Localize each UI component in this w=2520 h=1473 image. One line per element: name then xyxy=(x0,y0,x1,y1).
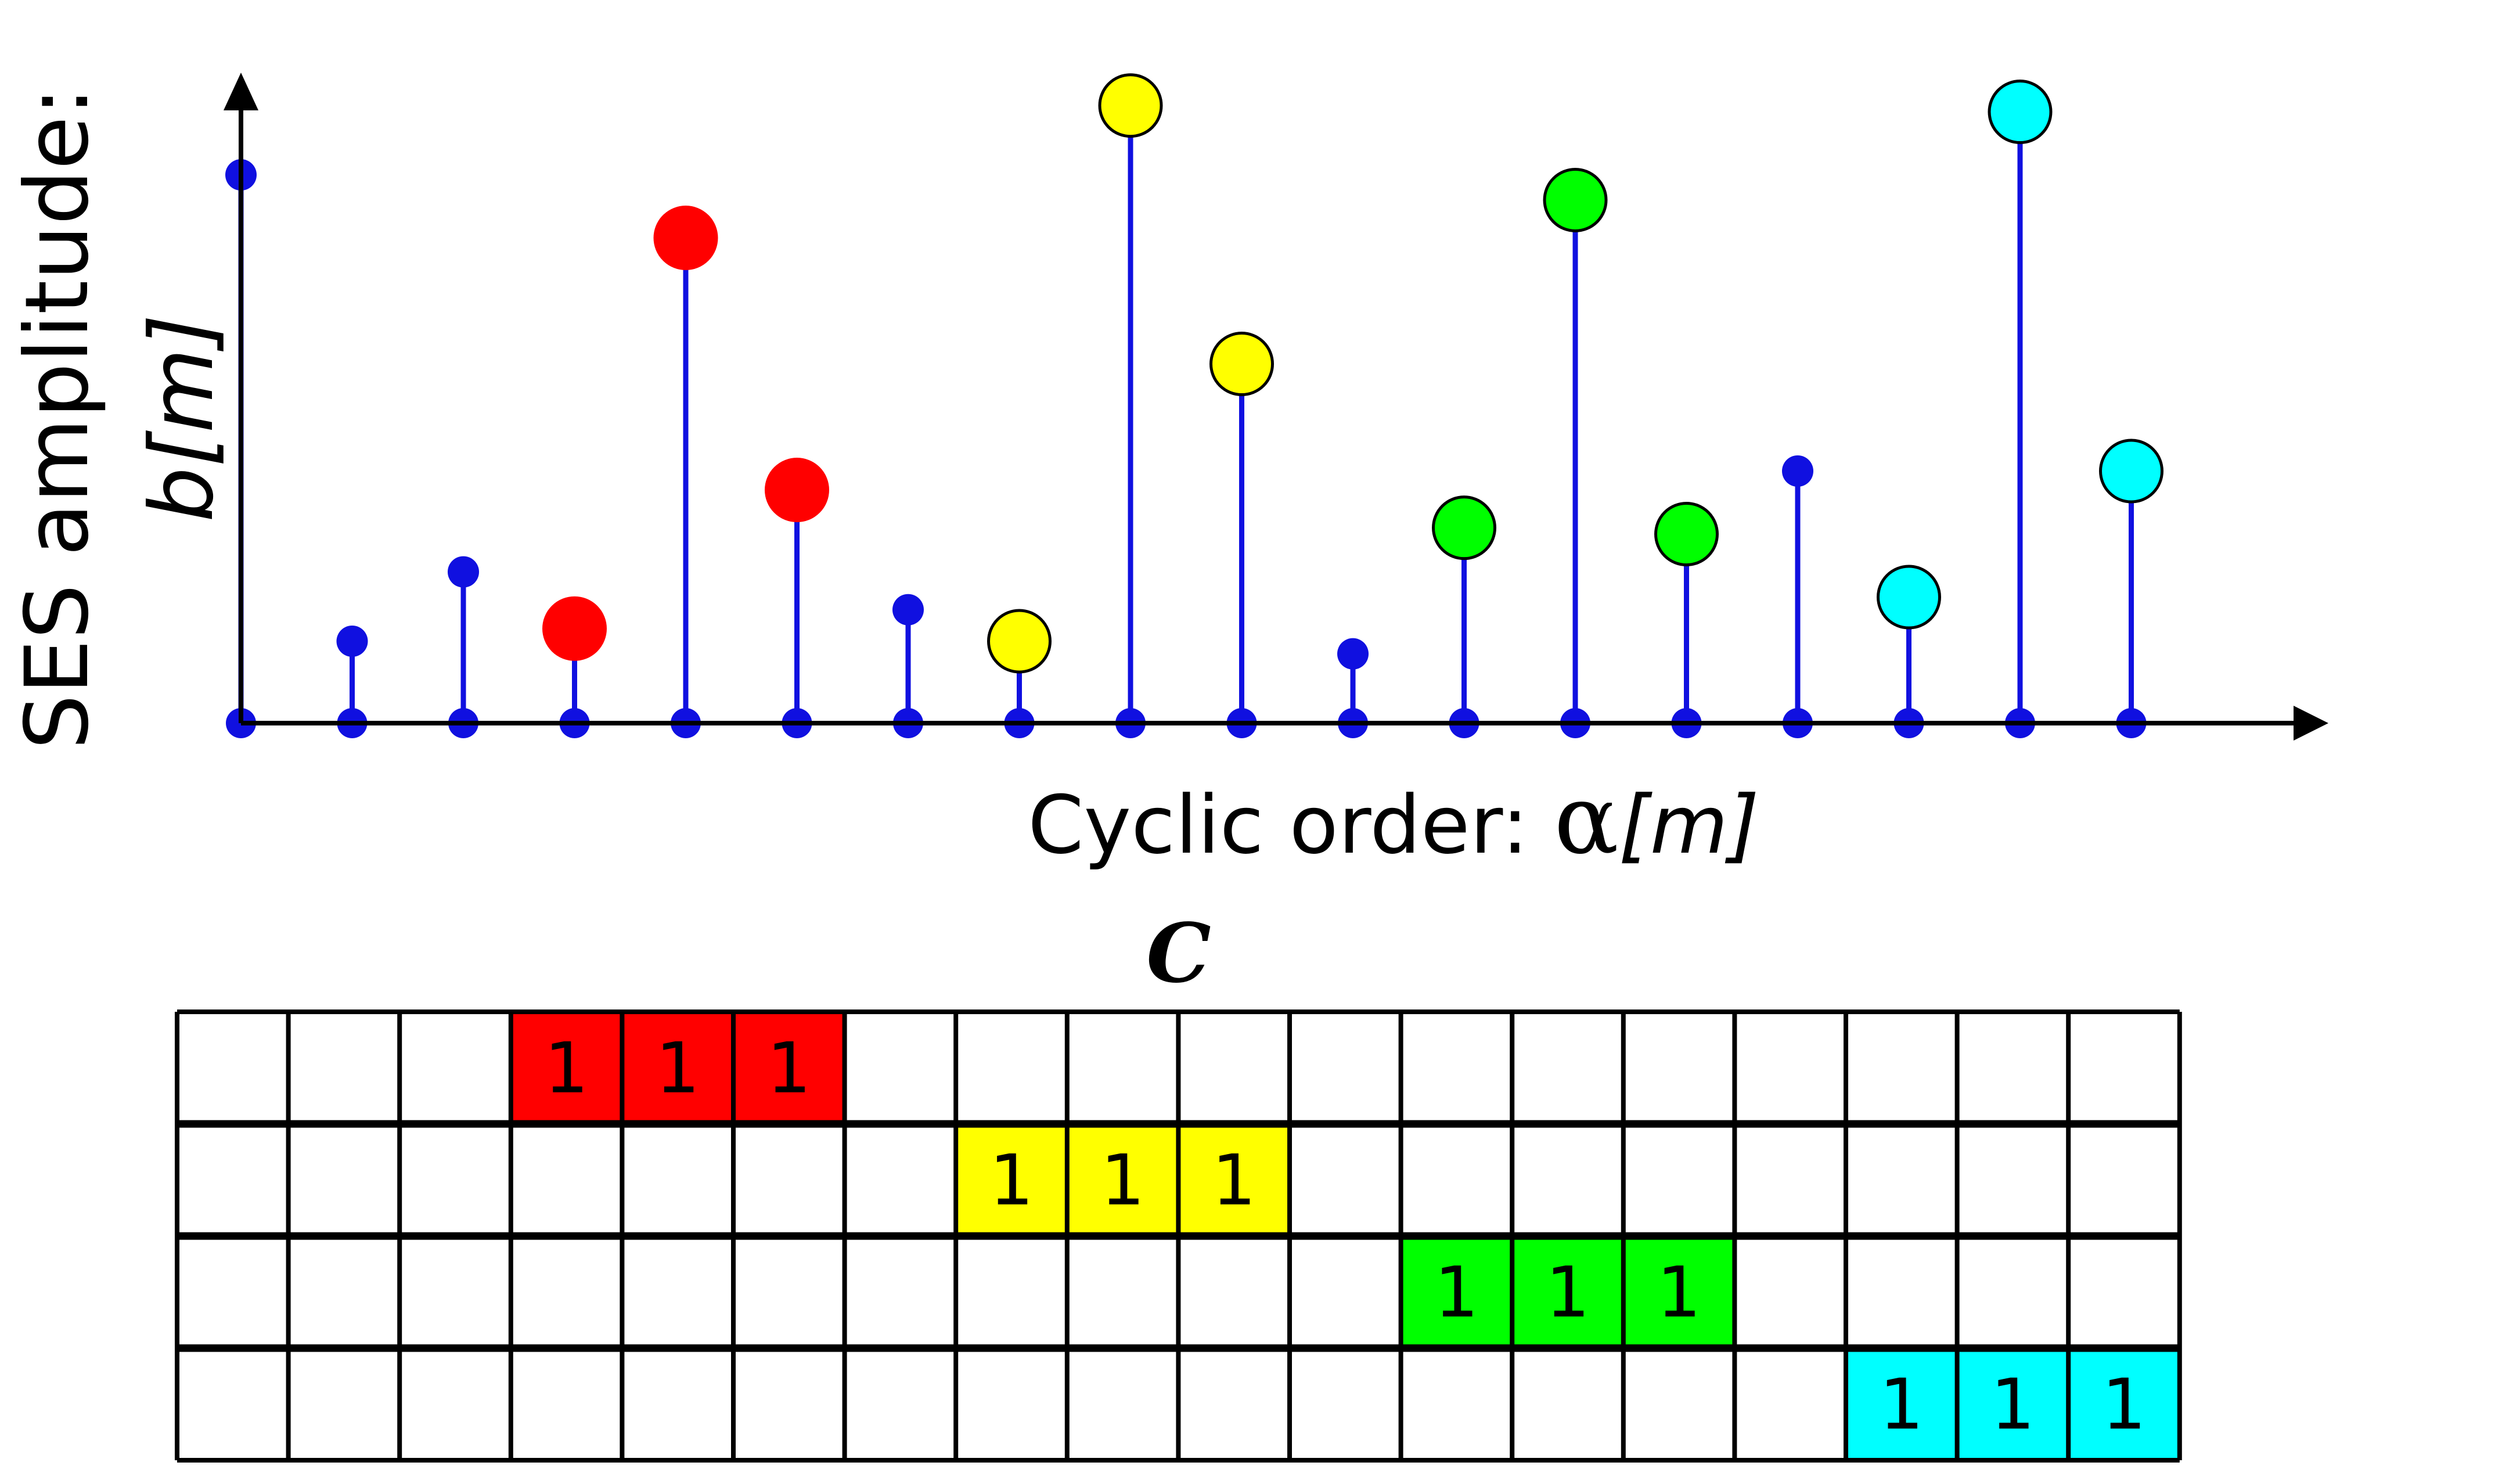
matrix-cell-value: 1 xyxy=(544,1029,588,1109)
matrix-cell-filled xyxy=(2068,1348,2180,1460)
matrix-cell-filled xyxy=(733,1012,845,1124)
matrix-cell-filled xyxy=(622,1012,733,1124)
stem-head-group-marker xyxy=(765,458,829,523)
y-axis-label: SES amplitude: b[m] xyxy=(7,87,233,749)
matrix-cell-value: 1 xyxy=(1990,1365,2035,1446)
matrix-cell-value: 1 xyxy=(1880,1365,1924,1446)
matrix-cell-filled xyxy=(1512,1236,1623,1348)
y-axis-label-line1: SES amplitude: xyxy=(7,87,108,749)
stem-head-group-marker xyxy=(2099,439,2163,504)
matrix-cell-value: 1 xyxy=(2102,1365,2146,1446)
stem-head-group-marker xyxy=(542,596,607,661)
matrix-cell-value: 1 xyxy=(1657,1253,1701,1334)
stem-head-group-marker xyxy=(1209,332,1274,397)
matrix-cell-filled xyxy=(1957,1348,2069,1460)
matrix-cell-filled xyxy=(1178,1124,1290,1236)
matrix-cell-value: 1 xyxy=(989,1141,1034,1221)
stem-head-group-marker xyxy=(1098,73,1163,138)
y-axis-label-line2: b[m] xyxy=(132,314,233,522)
stem-head-group-marker xyxy=(1988,80,2053,145)
matrix-cell-filled xyxy=(510,1012,622,1124)
x-axis-label: Cyclic order: α[m] xyxy=(1028,764,1759,875)
stem-chart xyxy=(225,73,2163,738)
matrix-cell-filled xyxy=(956,1124,1067,1236)
x-axis-label-alpha: α xyxy=(1554,764,1618,875)
matrix-title: C xyxy=(1146,906,1211,1001)
matrix-cell-value: 1 xyxy=(656,1029,700,1109)
stem-head-group-marker xyxy=(1877,565,1941,630)
stem-head-group-marker xyxy=(1543,167,1608,232)
matrix-cell-value: 1 xyxy=(1100,1141,1144,1221)
matrix-cell-filled xyxy=(1401,1236,1513,1348)
matrix-cell-filled xyxy=(1067,1124,1179,1236)
x-axis-arrowhead xyxy=(2294,706,2328,741)
stem-head-marker xyxy=(1337,638,1369,670)
stem-head-marker xyxy=(336,625,368,657)
stem-head-marker xyxy=(892,594,924,626)
matrix-cell-value: 1 xyxy=(1546,1253,1590,1334)
stem-head-marker xyxy=(448,556,479,588)
matrix-cell-value: 1 xyxy=(767,1029,811,1109)
stem-head-group-marker xyxy=(653,206,718,271)
stem-head-marker xyxy=(1782,455,1813,487)
stem-head-group-marker xyxy=(987,609,1052,674)
matrix-cell-filled xyxy=(1623,1236,1735,1348)
matrix-cell-value: 1 xyxy=(1434,1253,1478,1334)
x-axis-label-prefix: Cyclic order: xyxy=(1028,778,1554,872)
stem-head-group-marker xyxy=(1654,502,1719,566)
stem-head-group-marker xyxy=(1432,495,1496,561)
matrix-cell-filled xyxy=(1846,1348,1957,1460)
chart-axes xyxy=(224,73,2328,741)
matrix-cell-value: 1 xyxy=(1212,1141,1256,1221)
x-axis-label-index: [m] xyxy=(1619,778,1759,872)
y-axis-arrowhead xyxy=(224,73,258,110)
